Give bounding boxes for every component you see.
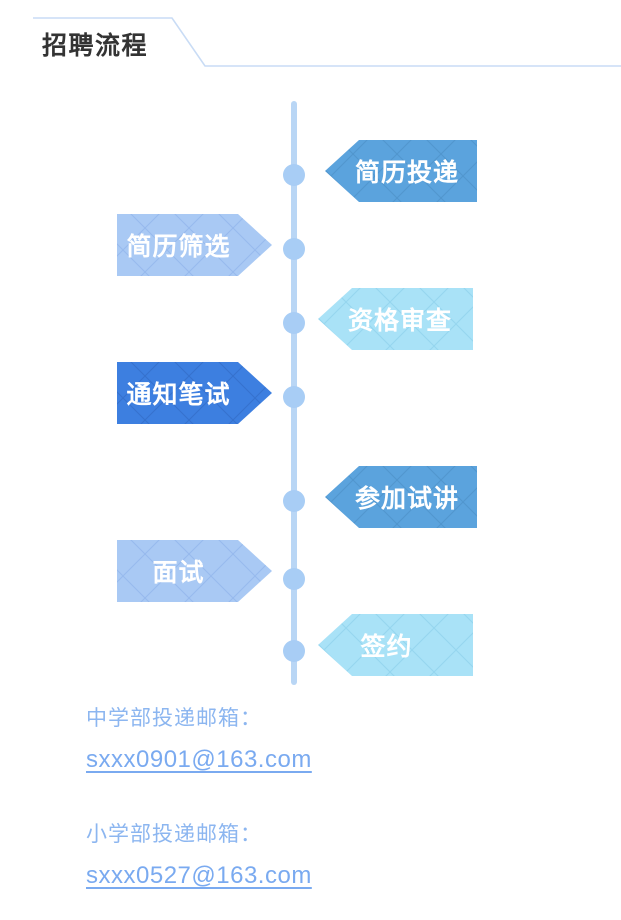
flow-step-label: 签约 xyxy=(360,633,413,661)
timeline-dot-1 xyxy=(283,164,305,186)
flow-step-shape xyxy=(117,362,272,424)
flow-step-label: 资格审查 xyxy=(348,307,453,335)
flow-step-shape xyxy=(318,614,473,676)
email-caption: 小学部投递邮箱： xyxy=(86,823,262,846)
flow-step-4: 通知笔试 xyxy=(117,362,272,424)
flow-step-7: 签约 xyxy=(318,614,473,676)
page-header: 招聘流程 xyxy=(0,0,621,90)
timeline-dot-6 xyxy=(283,568,305,590)
flow-step-label: 面试 xyxy=(152,559,205,587)
flow-step-5: 参加试讲 xyxy=(325,466,477,528)
email-caption: 中学部投递邮箱： xyxy=(86,707,262,730)
flow-step-1: 简历投递 xyxy=(325,140,477,202)
contact-block-2: 小学部投递邮箱： sxxx0527@163.com xyxy=(86,818,312,890)
flow-step-label: 通知笔试 xyxy=(126,381,231,409)
timeline-dot-2 xyxy=(283,238,305,260)
flow-step-shape xyxy=(117,540,272,602)
flow-step-shape xyxy=(318,288,473,350)
timeline-dot-5 xyxy=(283,490,305,512)
page-title: 招聘流程 xyxy=(42,32,149,60)
flow-step-label: 简历投递 xyxy=(355,159,460,187)
flow-step-label: 简历筛选 xyxy=(126,233,231,261)
email-link[interactable]: sxxx0901@163.com xyxy=(86,746,312,773)
flow-step-label: 参加试讲 xyxy=(355,485,460,513)
flow-step-2: 简历筛选 xyxy=(117,214,272,276)
timeline-dot-7 xyxy=(283,640,305,662)
flow-step-shape xyxy=(325,140,477,202)
flow-step-3: 资格审查 xyxy=(318,288,473,350)
timeline-dot-4 xyxy=(283,386,305,408)
flow-step-6: 面试 xyxy=(117,540,272,602)
flow-step-shape xyxy=(325,466,477,528)
timeline-dot-3 xyxy=(283,312,305,334)
email-link[interactable]: sxxx0527@163.com xyxy=(86,862,312,889)
contact-block-1: 中学部投递邮箱： sxxx0901@163.com xyxy=(86,702,312,774)
flow-step-shape xyxy=(117,214,272,276)
